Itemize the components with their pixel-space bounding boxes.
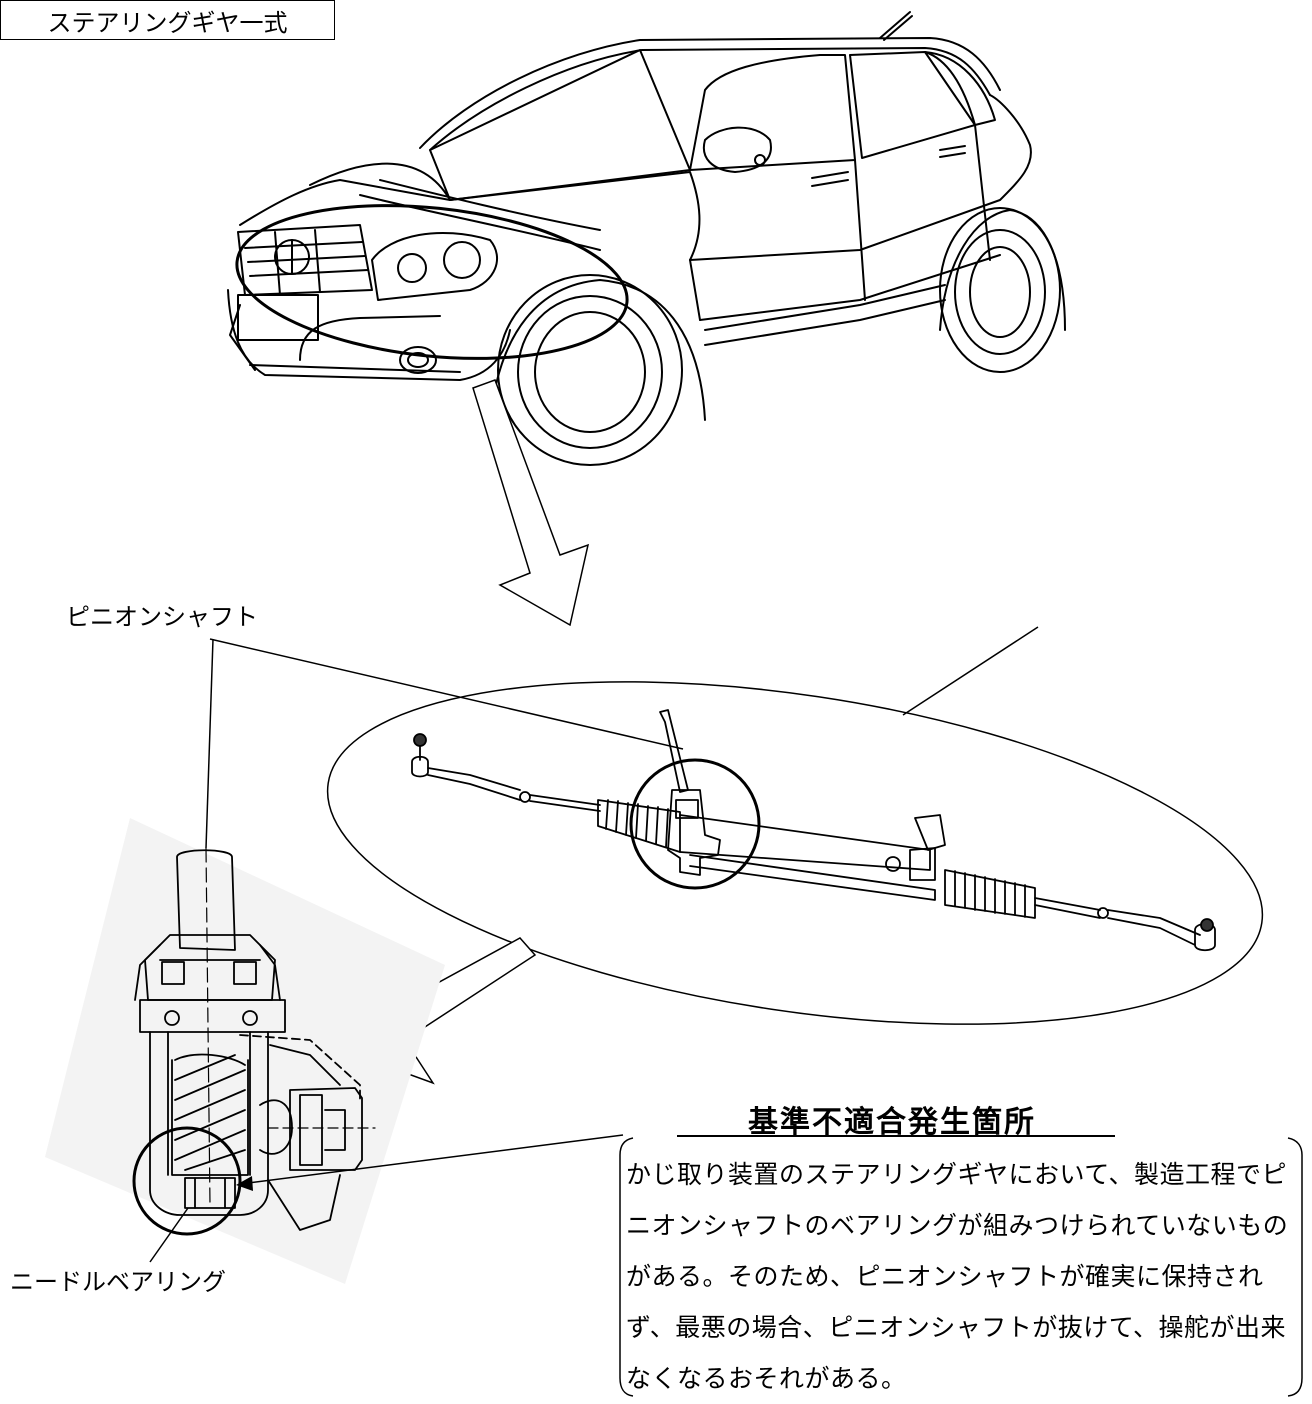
defect-bracket-right: [1287, 1137, 1303, 1397]
leader-defect-arrowhead: [236, 1176, 253, 1191]
arrow-car-to-gear: [472, 379, 590, 627]
gear-highlight-ellipse: [326, 681, 1264, 1025]
steering-rack-drawing: [411, 709, 1216, 952]
leader-gear-box-to-ellipse: [902, 626, 1039, 716]
leader-needle-label: [149, 1207, 189, 1263]
needle-bearing-highlight-circle: [132, 1126, 242, 1236]
pinion-shaft-label: ピニオンシャフト: [66, 603, 258, 631]
leader-defect-to-bearing: [247, 1134, 624, 1184]
defect-bracket-left: [619, 1137, 634, 1397]
pinion-cross-section: [134, 847, 376, 1231]
car-front-highlight: [235, 204, 629, 360]
pinion-highlight-circle: [629, 758, 761, 890]
defect-description: かじ取り装置のステアリングギヤにおいて、製造工程でピニオンシャフトのベアリングが…: [626, 1160, 1289, 1393]
steering-gear-label-box: ステアリングギヤ一式: [0, 0, 335, 40]
leader-pinion-label-to-shaft: [209, 638, 684, 750]
section-background: [45, 818, 445, 1284]
needle-bearing-label: ニードルベアリング: [10, 1268, 226, 1296]
leader-pinion-label-to-crosssection: [205, 638, 214, 849]
car-illustration: [227, 11, 1066, 466]
defect-location-title: 基準不適合発生箇所: [748, 1105, 1036, 1140]
